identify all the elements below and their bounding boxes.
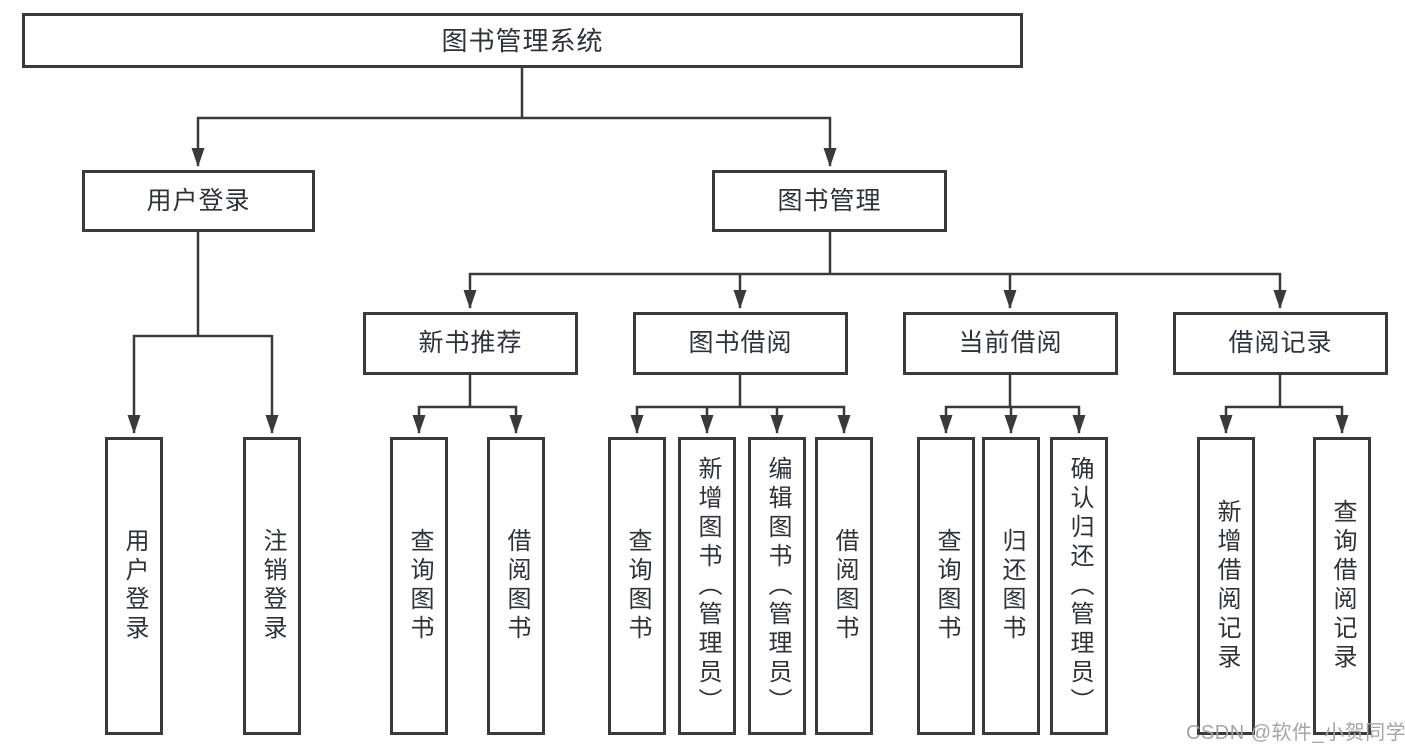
leaf-borrow-add-book-admin: 新增图书（管理员） <box>678 437 736 735</box>
node-label: 借阅图书 <box>831 528 858 644</box>
leaf-borrow-edit-book-admin: 编辑图书（管理员） <box>748 437 806 735</box>
leaf-records-query-record: 查询借阅记录 <box>1313 437 1371 735</box>
node-label: 当前借阅 <box>958 329 1063 357</box>
node-current-borrow: 当前借阅 <box>903 312 1118 375</box>
node-label: 查询借阅记录 <box>1329 499 1356 673</box>
node-label: 新增图书（管理员） <box>694 455 721 717</box>
node-user-login: 用户登录 <box>82 170 315 232</box>
node-label: 借阅记录 <box>1228 329 1333 357</box>
node-label: 新书推荐 <box>418 329 523 357</box>
node-book-borrow: 图书借阅 <box>633 312 848 375</box>
node-label: 归还图书 <box>998 528 1025 644</box>
node-label: 借阅图书 <box>503 528 530 644</box>
leaf-current-return-book: 归还图书 <box>982 437 1040 735</box>
csdn-watermark: CSDN @软件_小贺同学 <box>1186 722 1405 744</box>
node-label: 查询图书 <box>406 528 433 644</box>
node-book-management: 图书管理 <box>712 170 947 232</box>
leaf-current-confirm-return-admin: 确认归还（管理员） <box>1050 437 1108 735</box>
leaf-recommend-query-book: 查询图书 <box>390 437 448 735</box>
node-label: 新增借阅记录 <box>1213 499 1240 673</box>
leaf-current-query-book: 查询图书 <box>917 437 975 735</box>
node-label: 图书管理系统 <box>441 25 604 56</box>
node-book-management-system: 图书管理系统 <box>22 13 1023 68</box>
node-label: 查询图书 <box>624 528 651 644</box>
leaf-user-login: 用户登录 <box>105 437 163 735</box>
node-label: 用户登录 <box>121 528 148 644</box>
node-label: 注销登录 <box>259 528 286 644</box>
leaf-recommend-borrow-book: 借阅图书 <box>487 437 545 735</box>
leaf-borrow-borrow-book: 借阅图书 <box>815 437 873 735</box>
leaf-records-add-record: 新增借阅记录 <box>1197 437 1255 735</box>
leaf-borrow-query-book: 查询图书 <box>608 437 666 735</box>
node-borrow-records: 借阅记录 <box>1173 312 1388 375</box>
node-new-book-recommend: 新书推荐 <box>363 312 578 375</box>
leaf-logout: 注销登录 <box>243 437 301 735</box>
node-label: 确认归还（管理员） <box>1066 455 1093 717</box>
node-label: 用户登录 <box>146 186 251 215</box>
node-label: 查询图书 <box>933 528 960 644</box>
node-label: 图书借阅 <box>688 329 793 357</box>
node-label: 编辑图书（管理员） <box>764 455 791 717</box>
node-label: 图书管理 <box>777 186 882 215</box>
